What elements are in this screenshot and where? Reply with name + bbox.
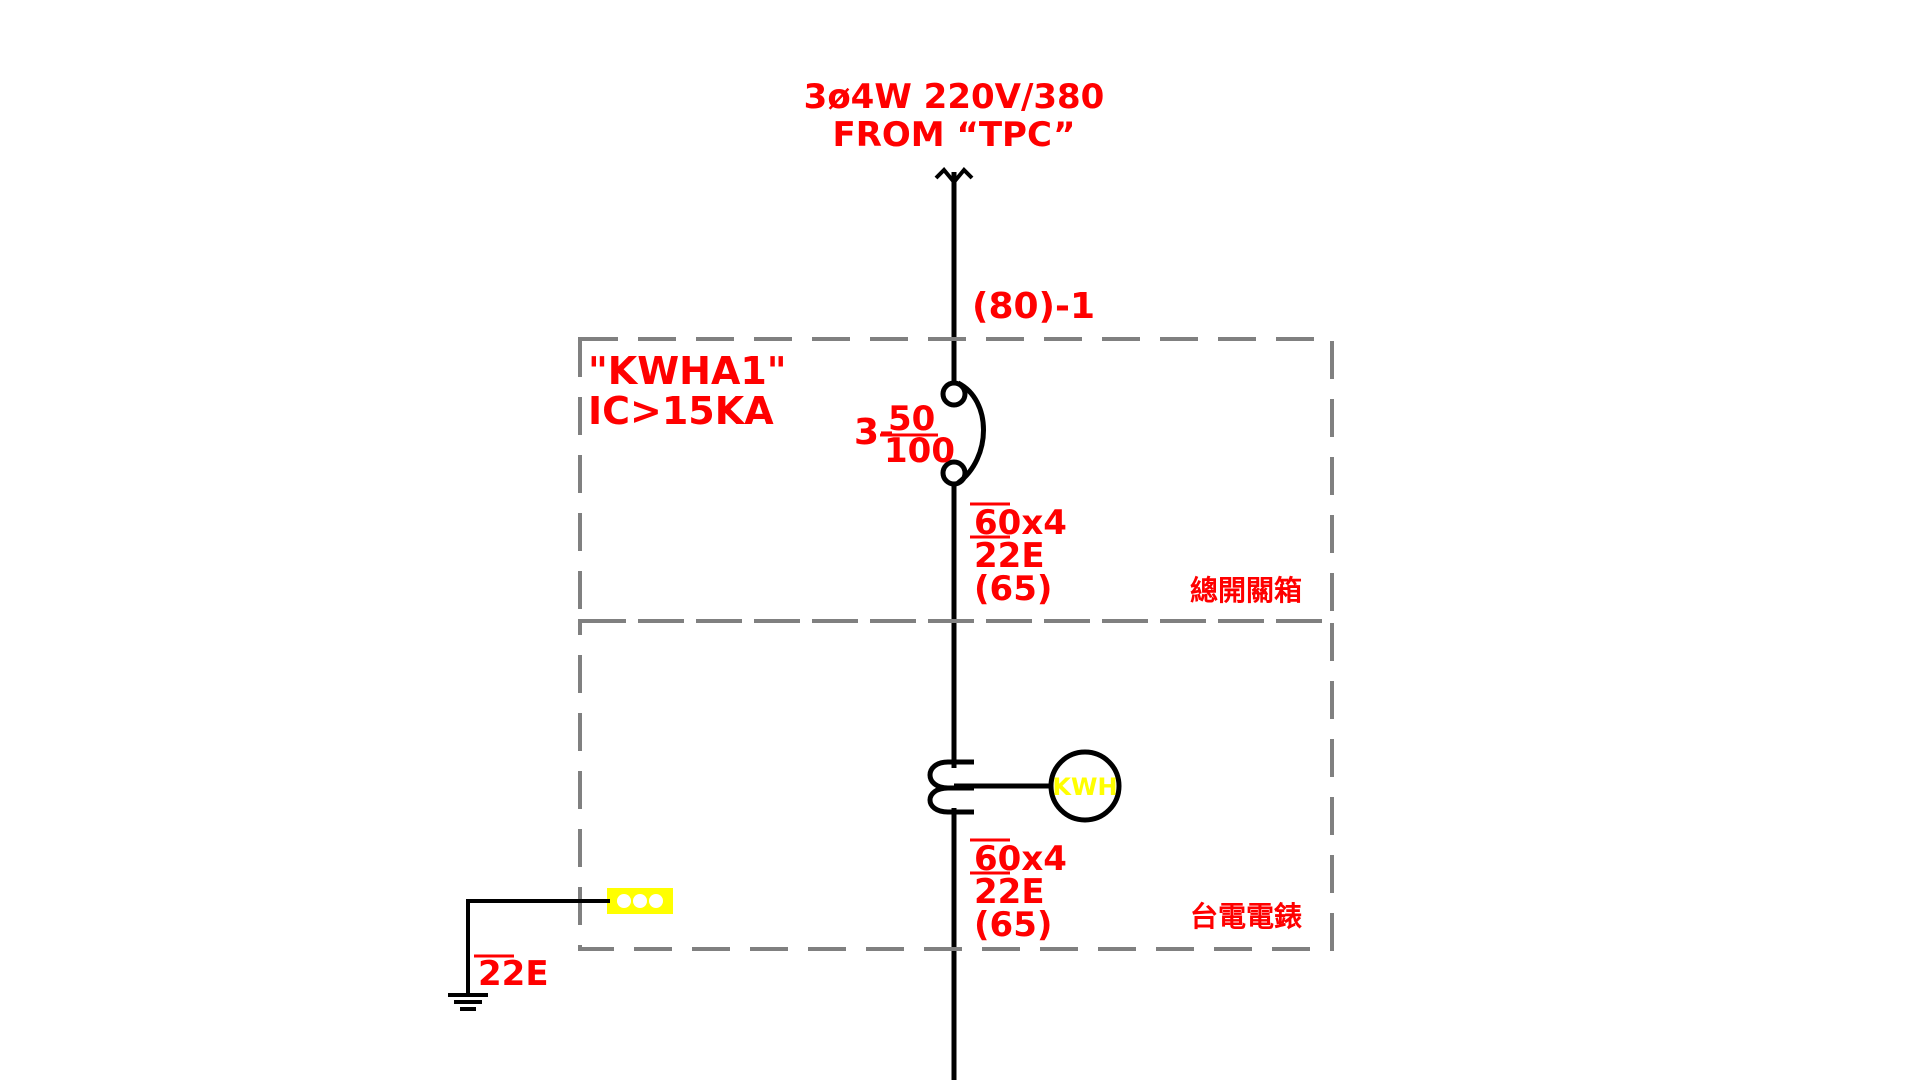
enclosure-name: "KWHA1" — [588, 349, 787, 393]
earth-ground-symbol — [448, 993, 488, 1011]
breaker-poles: 3- — [854, 412, 894, 453]
supply-spec-label: 3ø4W 220V/380 — [804, 77, 1105, 117]
kwh-meter-label: KWH — [1052, 773, 1117, 801]
cable1-conduit: (65) — [974, 569, 1052, 609]
kwh-meter-symbol — [1048, 749, 1122, 823]
circuit-breaker-symbol — [940, 380, 986, 487]
main-switch-section-label: 總開關箱 — [1190, 574, 1302, 607]
supply-source-label: FROM “TPC” — [833, 115, 1076, 155]
cable1-ground: 22E — [974, 536, 1045, 576]
breaker-frame-rating: 100 — [884, 431, 955, 471]
ground-terminal-block — [607, 888, 673, 914]
meter-section-label: 台電電錶 — [1190, 900, 1302, 933]
ground-wire-label: 22E — [478, 954, 549, 994]
cable2-ground: 22E — [974, 872, 1045, 912]
feeder-label: (80)-1 — [972, 286, 1095, 327]
breaker-trip-rating: 50 — [888, 399, 935, 439]
current-transformer-symbol — [927, 759, 974, 815]
meter-enclosure — [578, 619, 1334, 951]
ground-conductor — [466, 899, 610, 995]
interrupt-rating: IC>15KA — [588, 389, 774, 433]
cable2-conduit: (65) — [974, 905, 1052, 945]
